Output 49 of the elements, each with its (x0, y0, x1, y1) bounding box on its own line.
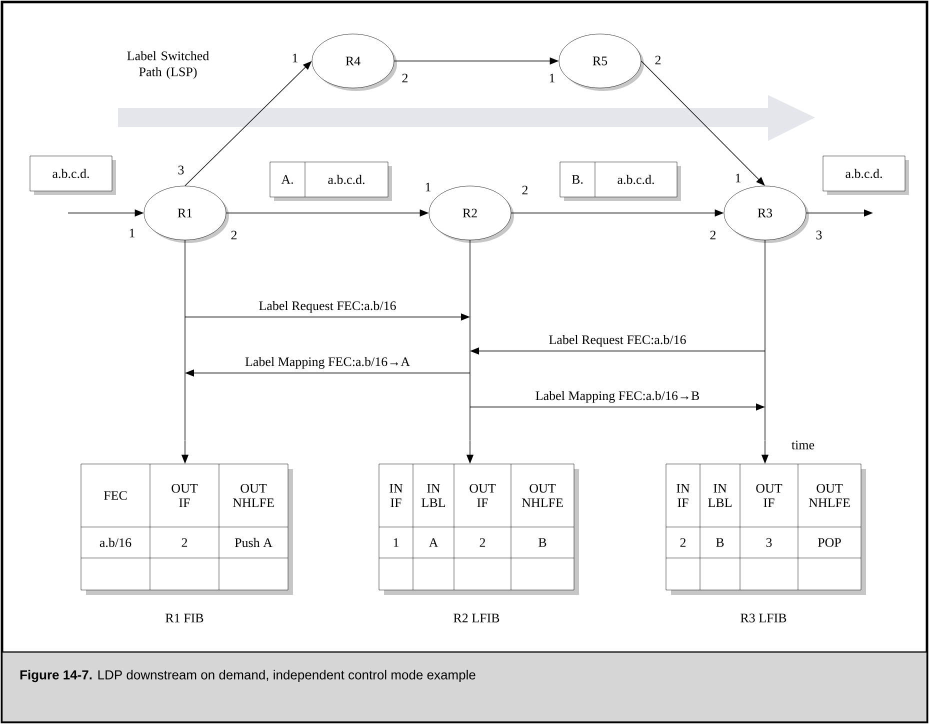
table-cell: IN LBL (422, 484, 445, 508)
table-cell: a.b/16 (100, 538, 132, 548)
table-cell: OUT NHLFE (232, 484, 274, 508)
port-number: 1 (130, 228, 134, 238)
table-cell: OUT NHLFE (808, 484, 850, 508)
port-number: 1 (736, 174, 740, 182)
table-caption: R2 LFIB (454, 614, 500, 622)
table-cell: OUT NHLFE (522, 484, 563, 508)
table-cell: 2 (680, 538, 686, 547)
time-label: time (792, 440, 814, 450)
lsp-label: Label Switched Path (LSP) (127, 51, 209, 79)
port-number: 2 (655, 56, 661, 64)
port-number: 1 (426, 182, 430, 192)
packet-box: a.b.c.d. (822, 156, 909, 195)
edge-label: Label Mapping FEC:a.b/16→A (244, 356, 411, 370)
caption-band: Figure 14-7. LDP downstream on demand, independent control mode example (1, 651, 928, 723)
port-number: 1 (550, 74, 554, 82)
table-caption: R3 LFIB (740, 614, 786, 622)
table-cell: 1 (394, 538, 398, 547)
table-cell: 3 (766, 538, 772, 547)
table-cell: OUT IF (756, 484, 782, 508)
table-caption: R1 FIB (166, 614, 204, 622)
table-cell: IN IF (390, 484, 403, 507)
port-number: 1 (292, 54, 298, 62)
table-cell: POP (818, 538, 841, 547)
table-cell: IN IF (676, 484, 690, 507)
port-number: 3 (178, 166, 184, 174)
table-cell: 2 (480, 538, 486, 547)
table-cell: B (538, 538, 546, 547)
packet-box: a.b.c.d. (30, 156, 116, 195)
table (80, 464, 293, 595)
table-cell: 2 (182, 538, 188, 547)
table-cell: OUT IF (470, 484, 496, 508)
edge-label: Label Mapping FEC:a.b/16→B (534, 390, 701, 404)
table-cell: A (428, 538, 438, 547)
table-cell: B (716, 538, 724, 547)
table-cell: OUT IF (172, 484, 198, 508)
table-cell: IN LBL (708, 484, 732, 508)
packet-box: B. a.b.c.d. (560, 162, 681, 201)
port-number: 2 (402, 74, 408, 82)
port-number: 3 (816, 230, 822, 240)
port-number: 2 (522, 186, 528, 194)
packet-box: A. a.b.c.d. (270, 162, 392, 201)
table (378, 464, 579, 595)
table-cell: FEC (104, 491, 127, 500)
edge-label: Label Request FEC:a.b/16 (258, 300, 398, 314)
edge-label: Label Request FEC:a.b/16 (548, 334, 688, 348)
table (666, 464, 866, 595)
table-cell: Push A (234, 538, 272, 548)
